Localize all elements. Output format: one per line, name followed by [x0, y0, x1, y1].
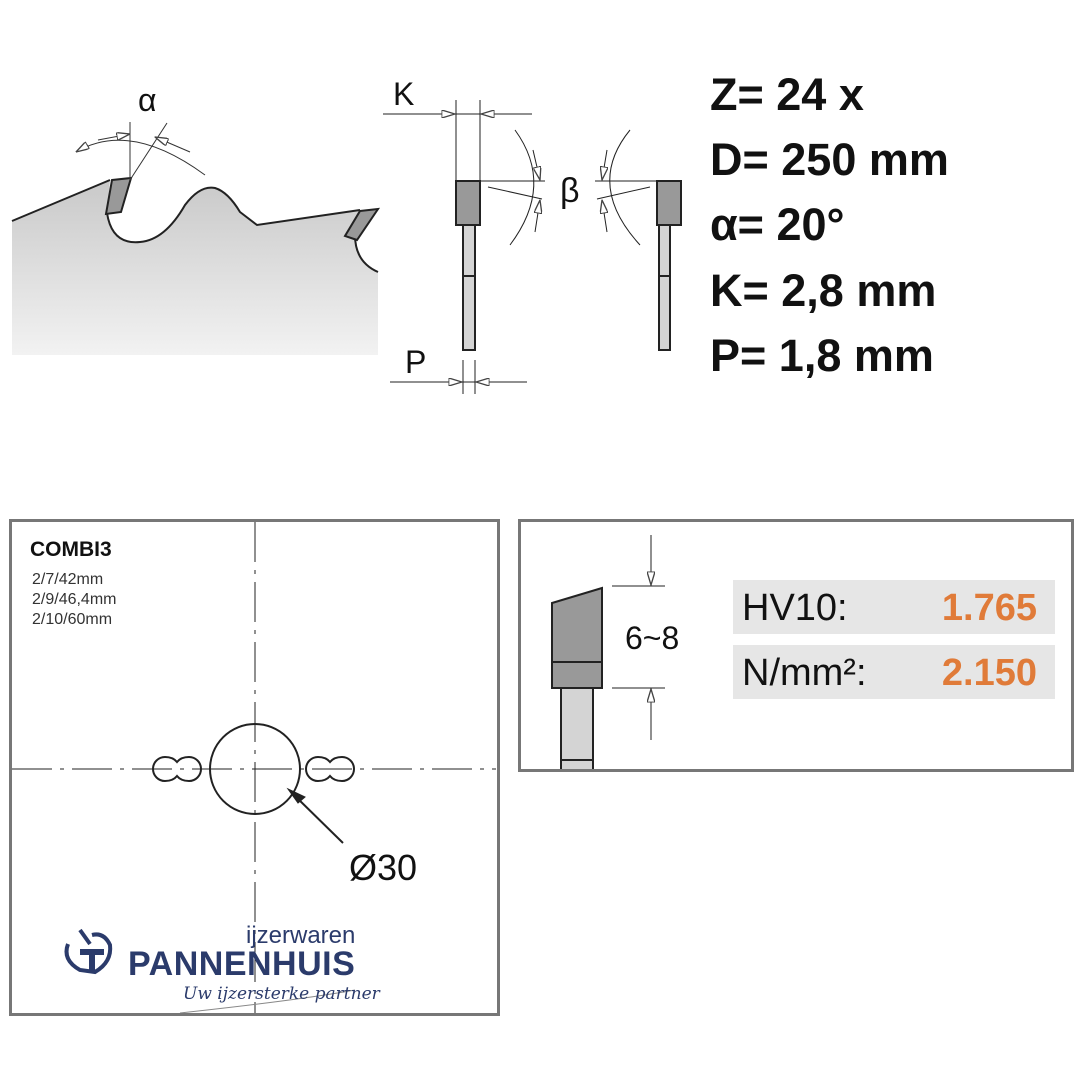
k-label: K — [393, 76, 415, 112]
logo-swoosh — [179, 989, 356, 1014]
bore-diameter-label: Ø30 — [349, 847, 418, 888]
hardness-row-hv10: HV10: 1.765 — [733, 580, 1055, 634]
spec-teeth: Z= 24 x — [710, 69, 864, 120]
pinhole-left — [152, 755, 202, 783]
hardness-tooth-drawing — [551, 535, 665, 771]
pinhole-spec: 2/7/42mm — [32, 571, 104, 588]
saw-blade-profile — [11, 122, 381, 355]
hardness-key: HV10: — [742, 587, 848, 629]
p-label: P — [405, 344, 427, 380]
hardness-panel — [518, 519, 1074, 772]
logo-tagline: Uw ijzersterke partner — [183, 984, 380, 1004]
spec-diameter: D= 250 mm — [710, 134, 949, 185]
pinhole-spec: 2/9/46,4mm — [32, 591, 117, 608]
hardness-value: 1.765 — [941, 587, 1037, 629]
strength-value: 2.150 — [941, 652, 1037, 694]
strength-key: N/mm²: — [742, 652, 867, 694]
bore-panel: COMBI3 2/7/42mm 2/9/46,4mm 2/10/60mm Ø30 — [9, 519, 500, 1016]
model-title: COMBI3 — [30, 538, 112, 561]
tip-height-label: 6~8 — [625, 620, 680, 656]
pinhole-spec: 2/10/60mm — [32, 611, 113, 628]
pannenhuis-logo-icon — [64, 928, 113, 975]
spec-plate: P= 1,8 mm — [710, 330, 934, 381]
tooth-side-views — [383, 100, 682, 394]
alpha-label: α — [138, 82, 157, 118]
pinhole-list: 2/7/42mm 2/9/46,4mm 2/10/60mm — [32, 570, 116, 630]
hardness-row-strength: N/mm²: 2.150 — [733, 645, 1055, 699]
bore-circle — [209, 723, 301, 815]
spec-kerf: K= 2,8 mm — [710, 265, 937, 316]
spec-angle: α= 20° — [710, 199, 845, 250]
pinhole-right — [305, 755, 355, 783]
beta-label: β — [560, 172, 580, 210]
logo-name: PANNENHUIS — [128, 945, 356, 983]
bore-drawing — [12, 522, 496, 1013]
logo-top-text: ijzerwaren — [246, 922, 356, 949]
